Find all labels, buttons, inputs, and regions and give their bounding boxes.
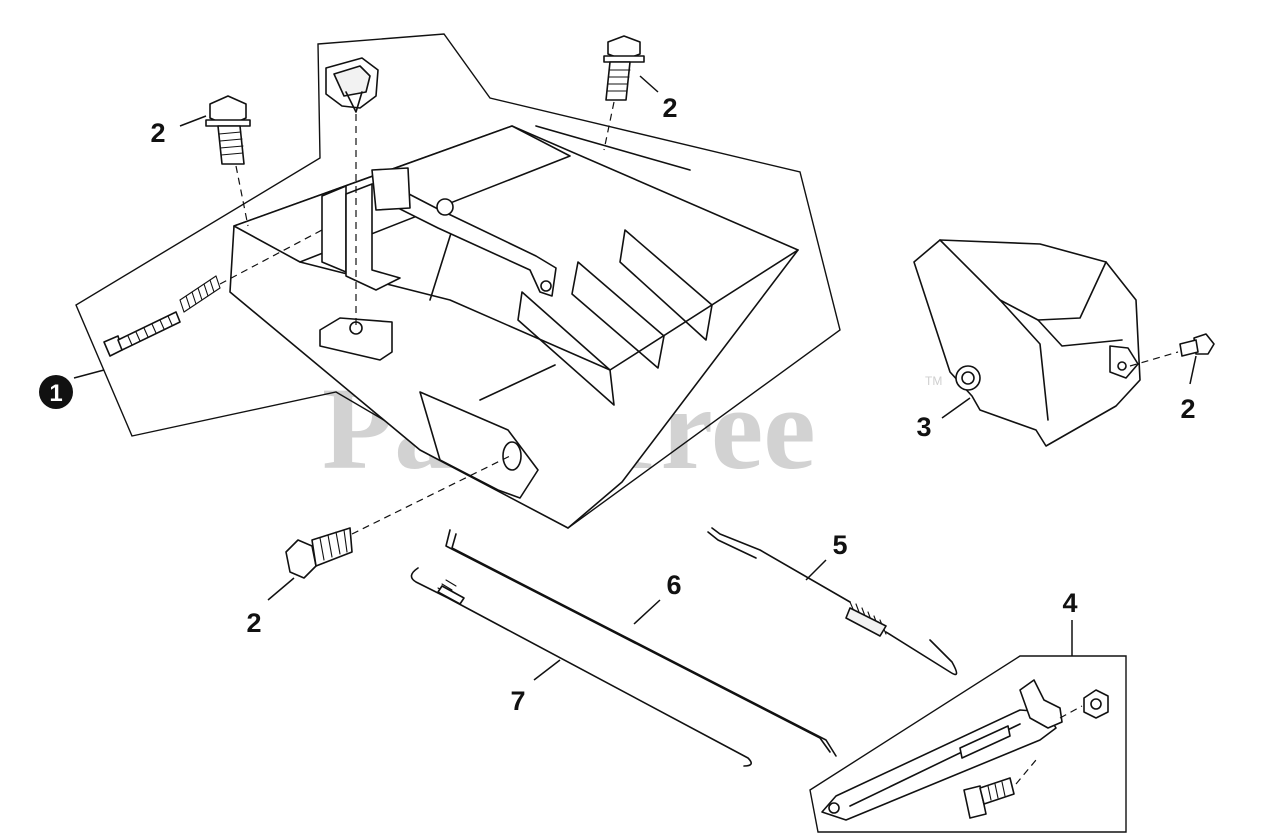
bolt-right (1179, 333, 1215, 357)
callout-7-label: 7 (510, 686, 525, 716)
callout-6-label: 6 (666, 570, 681, 600)
callout-2-top-left-label: 2 (150, 118, 165, 148)
callout-5-label: 5 (832, 530, 847, 560)
dash-bolt-top-left (235, 165, 249, 227)
dash-bolt-right (1129, 351, 1179, 367)
callout-5: 5 (805, 530, 848, 581)
cable[interactable] (410, 567, 752, 767)
dash-bolt-top-right (603, 101, 615, 151)
callout-2-top-left: 2 (150, 115, 207, 148)
dash-lever-bolt (1015, 759, 1037, 785)
callout-2-bottom-left-label: 2 (246, 608, 261, 638)
control-housing[interactable] (229, 125, 799, 529)
bolt-top-left (205, 95, 251, 165)
callout-3: 3 (916, 397, 971, 442)
assembly-screw (103, 311, 181, 357)
callout-4-label: 4 (1062, 588, 1077, 618)
spring-rod[interactable] (707, 527, 958, 676)
callout-2-top-right: 2 (639, 75, 678, 123)
callout-1-label: 1 (49, 380, 62, 407)
callout-2-bottom-left: 2 (246, 577, 295, 638)
dash-bolt-bottom-left (351, 455, 511, 535)
callout-1: 1 (39, 369, 105, 409)
callout-7: 7 (510, 659, 561, 716)
callout-4: 4 (1062, 588, 1078, 656)
lever[interactable] (821, 679, 1063, 821)
callout-2-top-right-label: 2 (662, 93, 677, 123)
lever-bolt (963, 777, 1015, 819)
bolt-bottom-left (285, 527, 353, 579)
callout-2-right-label: 2 (1180, 394, 1195, 424)
rod[interactable] (445, 529, 837, 757)
dash-lever-nut (1059, 705, 1083, 719)
lever-nut (1083, 689, 1109, 719)
assembly-spring (179, 275, 221, 313)
callout-2-right: 2 (1180, 355, 1197, 424)
watermark-trademark: TM (925, 374, 942, 388)
callout-3-label: 3 (916, 412, 931, 442)
cover[interactable] (913, 239, 1141, 447)
clip (325, 57, 379, 113)
callout-6: 6 (633, 570, 682, 625)
lever-group-boundary (809, 655, 1127, 833)
dash-spring (219, 229, 323, 285)
bolt-top-right (603, 35, 645, 101)
